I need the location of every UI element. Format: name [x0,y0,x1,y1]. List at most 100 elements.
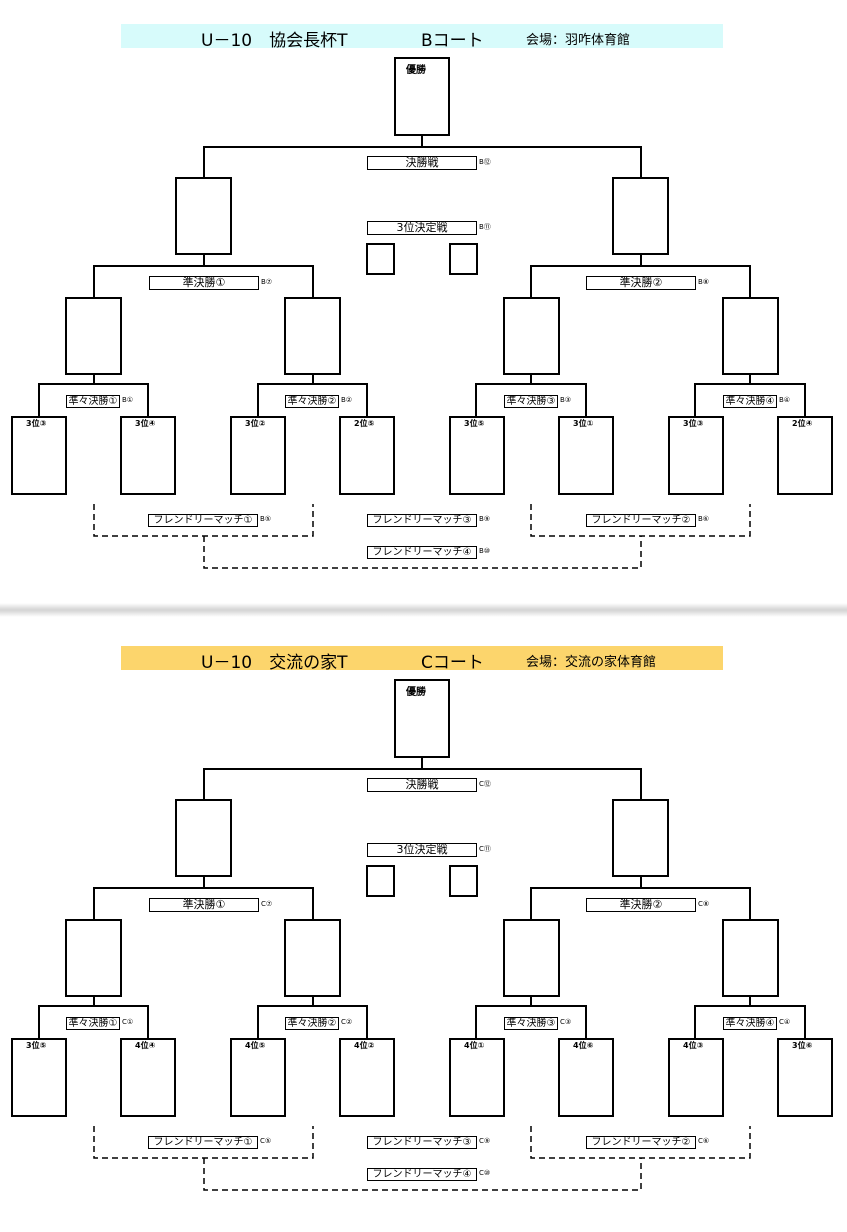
final-connector [203,757,642,800]
seed-slot-5: 4位① [464,1041,485,1050]
seed-slot-4: 2位⑤ [354,419,375,428]
third-place-box-right [449,243,478,275]
quarterfinal-connector-1 [38,996,149,1039]
quarterfinal-1-label: 準々決勝① [66,1017,120,1030]
team-box-3 [230,416,286,495]
quarterfinal-connector-3 [475,374,587,417]
quarterfinal-4-label: 準々決勝④ [723,1017,777,1030]
semifinal-connector-left [93,254,314,298]
quarterfinal-connector-4 [694,996,806,1039]
quarterfinal-1-code: C① [122,1018,134,1026]
friendly-match-2-label: フレンドリーマッチ② [586,514,696,527]
quarterfinal-4-label: 準々決勝④ [723,395,777,408]
quarterfinal-connector-2 [257,374,368,417]
quarterfinal-winner-box-3 [503,297,560,375]
team-box-5 [449,1038,505,1117]
quarterfinal-3-code: B③ [560,396,572,404]
friendly-match-1-code: C⑤ [260,1137,272,1145]
seed-slot-1: 3位③ [26,419,47,428]
friendly-match-1-label: フレンドリーマッチ① [148,514,258,527]
friendly-match-4-label: フレンドリーマッチ④ [367,546,477,559]
finalist-box-left [175,799,232,877]
page-separator [0,603,847,617]
quarterfinal-connector-2 [257,996,368,1039]
seed-slot-8: 2位④ [792,419,813,428]
team-box-1 [11,1038,67,1117]
semifinal-2-label: 準決勝② [586,276,696,290]
team-box-4 [339,1038,395,1117]
team-box-4 [339,416,395,495]
team-box-1 [11,416,67,495]
finalist-box-right [612,799,669,877]
team-box-7 [668,416,724,495]
friendly-match-4-label: フレンドリーマッチ④ [367,1168,477,1181]
friendly-match-3-label: フレンドリーマッチ③ [367,1136,477,1149]
seed-slot-1: 3位⑤ [26,1041,47,1050]
quarterfinal-2-label: 準々決勝② [285,395,339,408]
quarterfinal-1-code: B① [122,396,134,404]
semifinal-2-code: C⑧ [698,900,710,908]
team-box-6 [558,416,614,495]
court-name: Bコート [421,31,484,51]
quarterfinal-2-label: 準々決勝② [285,1017,339,1030]
seed-slot-3: 3位② [245,419,266,428]
friendly-connector-bottom [203,1158,642,1191]
quarterfinal-connector-3 [475,996,587,1039]
semifinal-connector-right [530,876,751,920]
friendly-match-2-code: C⑥ [698,1137,710,1145]
seed-slot-4: 4位② [354,1041,375,1050]
team-box-2 [120,416,176,495]
final-match-code: B⑫ [479,158,491,166]
bracket-lines [11,679,833,1191]
team-box-7 [668,1038,724,1117]
friendly-match-2-label: フレンドリーマッチ② [586,1136,696,1149]
seed-slot-6: 3位① [573,419,594,428]
seed-slot-2: 3位④ [135,419,156,428]
quarterfinal-2-code: C② [341,1018,353,1026]
friendly-match-3-code: C⑨ [479,1137,491,1145]
third-place-box-right [449,865,478,897]
tournament-title: U－10 交流の家T [201,653,348,673]
final-match-label: 決勝戦 [367,156,477,170]
quarterfinal-3-label: 準々決勝③ [504,1017,558,1030]
quarterfinal-4-code: B④ [779,396,791,404]
quarterfinal-winner-box-1 [65,919,122,997]
quarterfinal-4-code: C④ [779,1018,791,1026]
champion-label: 優勝 [406,65,426,76]
friendly-match-3-code: B⑨ [479,515,491,523]
seed-slot-7: 4位③ [683,1041,704,1050]
third-place-match-label: 3位決定戦 [367,221,477,235]
seed-slot-2: 4位④ [135,1041,156,1050]
venue-name: 会場：交流の家体育館 [526,655,657,670]
semifinal-1-label: 準決勝① [149,276,259,290]
friendly-match-4-code: C⑩ [479,1169,491,1177]
semifinal-connector-right [530,254,751,298]
seed-slot-7: 3位③ [683,419,704,428]
seed-slot-8: 3位⑥ [792,1041,813,1050]
friendly-match-1-code: B⑤ [260,515,272,523]
friendly-match-3-label: フレンドリーマッチ③ [367,514,477,527]
quarterfinal-3-code: C③ [560,1018,572,1026]
final-match-code: C⑫ [479,780,491,788]
champion-label: 優勝 [406,687,426,698]
court-name: Cコート [421,653,484,673]
semifinal-1-code: B⑦ [261,278,273,286]
title-bar: U－10 協会長杯T Bコート 会場：羽咋体育館 [121,24,723,51]
third-place-match-code: B⑪ [479,223,491,231]
semifinal-1-label: 準決勝① [149,898,259,912]
friendly-match-1-label: フレンドリーマッチ① [148,1136,258,1149]
quarterfinal-1-label: 準々決勝① [66,395,120,408]
quarterfinal-winner-box-3 [503,919,560,997]
seed-slot-5: 3位⑤ [464,419,485,428]
quarterfinal-connector-4 [694,374,806,417]
quarterfinal-2-code: B② [341,396,353,404]
quarterfinal-connector-1 [38,374,149,417]
semifinal-2-code: B⑧ [698,278,710,286]
friendly-connector-bottom [203,536,642,569]
finalist-box-left [175,177,232,255]
bracket-sheet-c-court: U－10 交流の家T Cコート 会場：交流の家体育館 優勝 決勝戦 C⑫ 3位決… [0,632,847,1232]
final-match-label: 決勝戦 [367,778,477,792]
friendly-match-4-code: B⑩ [479,547,491,555]
semifinal-2-label: 準決勝② [586,898,696,912]
third-place-box-left [366,243,395,275]
